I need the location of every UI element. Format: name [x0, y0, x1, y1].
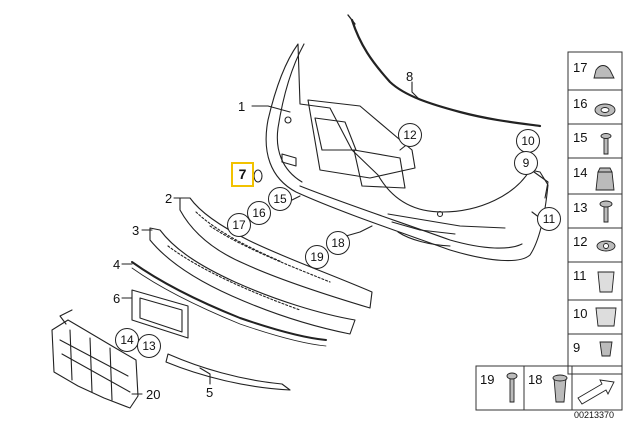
part-19-screw	[509, 377, 515, 403]
label-20: 20	[146, 387, 161, 402]
part-10-clip	[595, 307, 617, 327]
callout-19: 19	[305, 245, 329, 269]
label-1: 1	[238, 99, 246, 114]
legend-panel	[475, 51, 623, 411]
callout-9: 9	[514, 151, 538, 175]
legend-num-12: 12	[573, 234, 588, 249]
legend-num-15: 15	[573, 130, 588, 145]
lower-grille	[149, 227, 356, 335]
part-18-spreader	[553, 377, 567, 403]
part-17-plug	[593, 65, 615, 79]
label-6: 6	[113, 291, 121, 306]
legend-num-17: 17	[573, 60, 588, 75]
label-4: 4	[113, 257, 121, 272]
moulding-strip	[350, 18, 542, 128]
part-9-rivet	[599, 341, 613, 357]
lower-moulding	[165, 353, 291, 391]
callout-17: 17	[227, 213, 251, 237]
carrier-bracket	[51, 319, 139, 409]
trim-strip	[131, 261, 327, 341]
legend-num-19: 19	[480, 372, 495, 387]
part-13-screw	[603, 205, 609, 223]
label-2: 2	[165, 191, 173, 206]
catalog-number: 00213370	[574, 410, 615, 420]
label-3: 3	[132, 223, 140, 238]
callout-10: 10	[516, 129, 540, 153]
legend-num-14: 14	[573, 165, 588, 180]
legend-num-16: 16	[573, 96, 588, 111]
part-7-washer	[253, 169, 263, 183]
callout-13: 13	[137, 334, 161, 358]
legend-num-9: 9	[573, 340, 581, 355]
legend-num-13: 13	[573, 200, 588, 215]
part-11-clip	[597, 271, 615, 293]
callout-12: 12	[398, 123, 422, 147]
callout-18: 18	[326, 231, 350, 255]
callout-11: 11	[537, 207, 561, 231]
legend-num-18: 18	[528, 372, 543, 387]
label-5: 5	[206, 385, 214, 400]
callout-16: 16	[247, 201, 271, 225]
callout-15: 15	[268, 187, 292, 211]
part-14-plug	[595, 171, 615, 191]
callout-14: 14	[115, 328, 139, 352]
license-plate-bracket	[131, 289, 189, 339]
arrow-icon	[577, 379, 615, 405]
legend-num-10: 10	[573, 306, 588, 321]
highlighted-label-7: 7	[231, 162, 254, 187]
label-8: 8	[406, 69, 414, 84]
legend-num-11: 11	[573, 268, 587, 283]
